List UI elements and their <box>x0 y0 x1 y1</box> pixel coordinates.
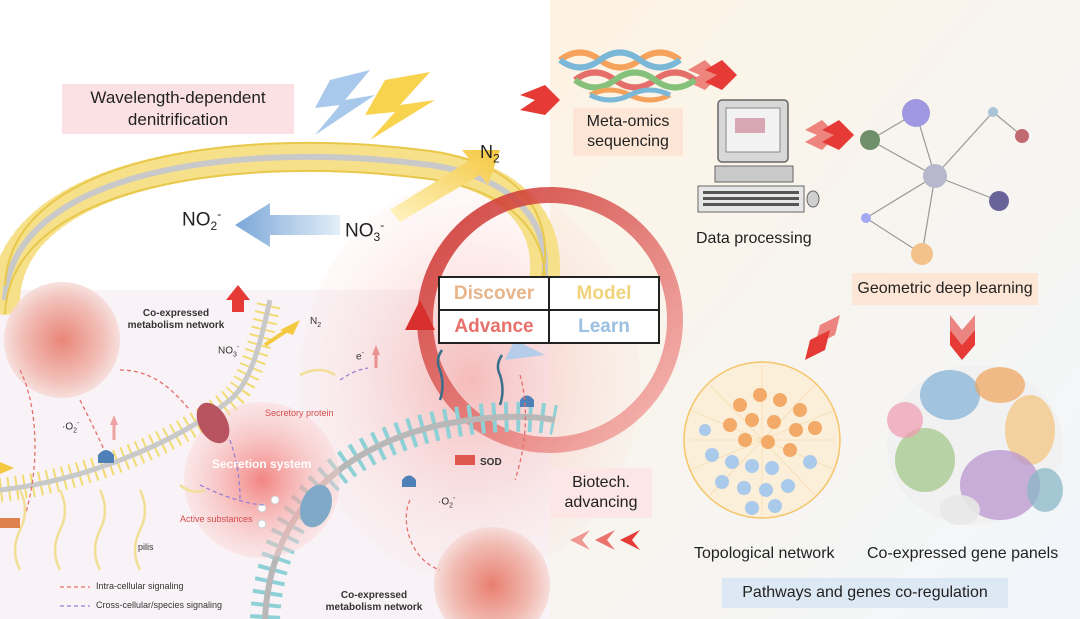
topological-label: Topological network <box>694 545 835 562</box>
biotech-box: Biotech. advancing <box>550 468 652 518</box>
legend-cross-label: Cross-cellular/species signaling <box>96 600 223 610</box>
secretory-label: Secretory protein <box>265 408 334 418</box>
cycle-advance-cell: Advance <box>438 309 550 344</box>
pathways-label: Pathways and genes co-regulation <box>742 584 988 601</box>
coexp-net-top-label: Co-expressed metabolism network <box>127 308 225 331</box>
no2-label: NO2- <box>182 207 222 234</box>
wavelength-label: Wavelength-dependent denitrification <box>90 88 266 129</box>
coexpressed-panels-label: Co-expressed gene panels <box>867 545 1059 562</box>
legend-intra-label: Intra-cellular signaling <box>96 581 184 591</box>
receptor-icon <box>520 395 534 407</box>
lightning-bolt-yellow-icon <box>365 72 435 140</box>
o2-left-label: ·O2- <box>62 420 80 435</box>
sod-icon <box>455 455 475 465</box>
coexpressed-network-bottom-icon <box>434 527 550 619</box>
secretion-system-label: Secretion system <box>212 457 312 471</box>
active-substances-label: Active substances <box>180 514 253 524</box>
receptor-icon <box>98 450 114 463</box>
meta-omics-label: Meta-omics sequencing <box>586 113 670 150</box>
lightning-bolt-blue-icon <box>315 70 375 135</box>
chevron-arrows-icon <box>520 60 975 550</box>
n2-label: N2 <box>480 142 500 166</box>
no3-label: NO3- <box>345 218 385 245</box>
o2-right-label: ·O2- <box>438 495 456 510</box>
meta-omics-box: Meta-omics sequencing <box>573 108 683 156</box>
topological-network-icon <box>683 361 841 519</box>
pilis-label: pilis <box>138 542 154 552</box>
membrane-protein-icon <box>300 484 332 528</box>
cycle-model-cell: Model <box>548 276 660 311</box>
sod-label: SOD <box>480 457 502 468</box>
biotech-label: Biotech. advancing <box>564 474 638 511</box>
no3-to-no2-arrow-icon <box>235 203 340 247</box>
wavelength-label-box: Wavelength-dependent denitrification <box>62 84 294 134</box>
membrane-protein-icon <box>196 402 230 444</box>
coexp-net-bottom-label: Co-expressed metabolism network <box>325 590 423 613</box>
coexpressed-network-top-icon <box>4 282 120 398</box>
n2-arrow-icon <box>390 150 500 222</box>
cycle-learn-cell: Learn <box>548 309 660 344</box>
gene-panel-clusters-icon <box>887 365 1063 525</box>
e-minus-label: e- <box>356 350 364 363</box>
data-processing-label: Data processing <box>696 230 812 247</box>
computer-icon <box>697 99 820 213</box>
n2-small-label: N2 <box>310 316 322 329</box>
cycle-discover-cell: Discover <box>438 276 550 311</box>
pathways-box: Pathways and genes co-regulation <box>722 578 1008 608</box>
dna-strand-icon <box>558 49 697 103</box>
no3-small-label: NO3- <box>218 344 240 359</box>
geometric-box: Geometric deep learning <box>852 273 1038 305</box>
geometric-label: Geometric deep learning <box>857 280 1033 297</box>
receptor-icon <box>402 475 416 487</box>
